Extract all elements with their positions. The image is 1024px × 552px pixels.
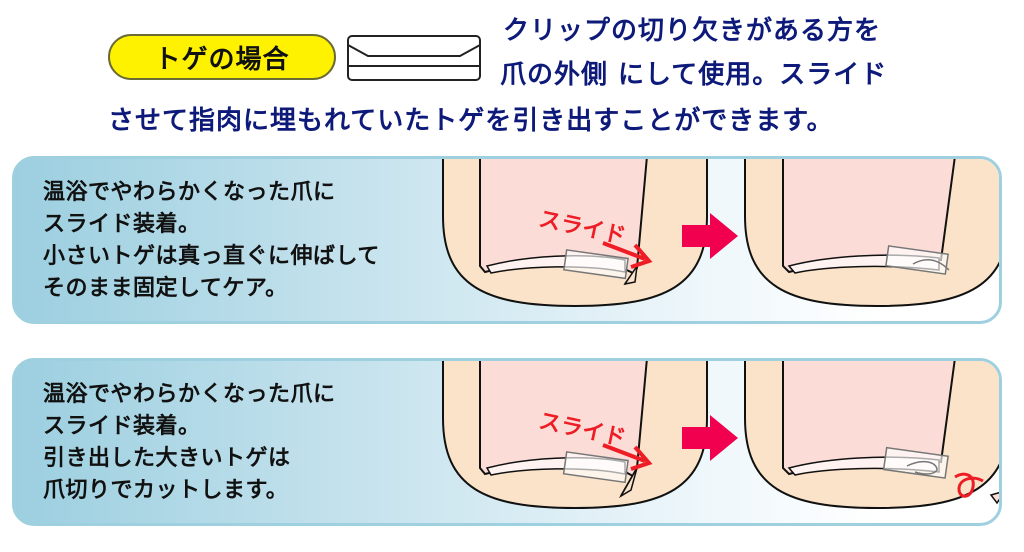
panel-text-line: 温浴でやわらかくなった爪に	[43, 382, 336, 407]
toenail-after-illustration	[744, 361, 999, 510]
panel-description: 温浴でやわらかくなった爪に スライド装着。 小さいトゲは真っ直ぐに伸ばして その…	[43, 177, 380, 305]
toenail-before-illustration	[442, 159, 708, 308]
panel-text-line: 爪切りでカットします。	[43, 478, 289, 503]
intro-line-3: させて指肉に埋もれていたトゲを引き出すことができます。	[108, 106, 834, 136]
clip-diagram-icon	[347, 35, 481, 81]
panel-text-line: スライド装着。	[43, 414, 201, 439]
step-panel-small-spine: 温浴でやわらかくなった爪に スライド装着。 小さいトゲは真っ直ぐに伸ばして その…	[12, 156, 1002, 324]
panel-text-line: 引き出した大きいトゲは	[43, 446, 291, 471]
step-panel-large-spine: 温浴でやわらかくなった爪に スライド装着。 引き出した大きいトゲは 爪切りでカッ…	[12, 358, 1002, 526]
panel-description: 温浴でやわらかくなった爪に スライド装着。 引き出した大きいトゲは 爪切りでカッ…	[43, 379, 336, 507]
arrow-right-icon	[682, 415, 738, 461]
slide-arrow-icon	[602, 443, 653, 471]
intro-line-2: 爪の外側 にして使用。スライド	[500, 60, 888, 90]
toenail-before-illustration	[442, 361, 708, 510]
panel-text-line: スライド装着。	[43, 212, 201, 237]
panel-text-line: そのまま固定してケア。	[43, 276, 288, 301]
slide-arrow-icon	[602, 241, 653, 269]
cut-spine-icon	[954, 472, 999, 505]
toenail-after-illustration	[744, 159, 999, 308]
intro-line-1: クリップの切り欠きがある方を	[503, 16, 882, 46]
arrow-right-icon	[682, 213, 738, 259]
panel-text-line: 小さいトゲは真っ直ぐに伸ばして	[43, 244, 380, 269]
case-badge: トゲの場合	[108, 34, 336, 80]
panel-text-line: 温浴でやわらかくなった爪に	[43, 180, 336, 205]
